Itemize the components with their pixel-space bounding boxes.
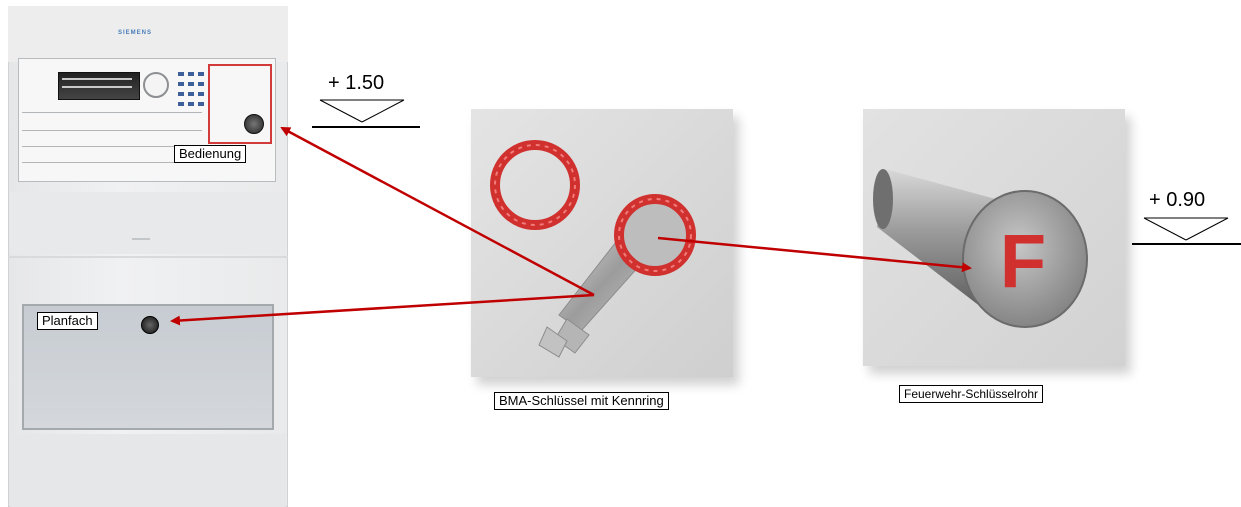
panel-row bbox=[22, 162, 202, 163]
keypad-key bbox=[178, 92, 184, 96]
panel-bottom-section bbox=[10, 434, 286, 507]
display-line bbox=[62, 86, 132, 88]
keypad-key bbox=[188, 82, 194, 86]
ring-highlight bbox=[494, 144, 576, 226]
bma-key-illustration bbox=[490, 140, 696, 358]
keypad-key bbox=[188, 102, 194, 106]
key-head bbox=[619, 199, 691, 271]
level-lower-label: + 0.90 bbox=[1149, 189, 1206, 211]
panel-slot bbox=[132, 238, 150, 240]
keypad-key bbox=[188, 92, 194, 96]
brand-logo: SIEMENS bbox=[118, 30, 153, 36]
keypad-key bbox=[188, 72, 194, 76]
level-upper-label: + 1.50 bbox=[328, 72, 385, 94]
panel-row bbox=[22, 130, 202, 131]
keypad-key bbox=[198, 92, 204, 96]
label-bedienung: Bedienung bbox=[174, 145, 247, 163]
panel-divider bbox=[8, 256, 288, 258]
level-marker-upper bbox=[312, 99, 420, 128]
keypad-key bbox=[178, 82, 184, 86]
panel-row bbox=[22, 146, 202, 147]
bma-key-image bbox=[471, 109, 733, 377]
ring-highlight bbox=[618, 198, 692, 272]
panel-middle-section bbox=[10, 192, 286, 254]
tube-cap bbox=[962, 190, 1088, 328]
keypad-key bbox=[198, 102, 204, 106]
arrow-to-key-tube bbox=[657, 236, 972, 273]
panel-row bbox=[22, 112, 202, 113]
tube-end bbox=[873, 169, 893, 229]
level-marker-lower bbox=[1132, 217, 1241, 245]
keypad-key bbox=[178, 102, 184, 106]
operator-control-frame bbox=[208, 64, 272, 144]
plan-compartment-lock-icon bbox=[141, 316, 159, 334]
key-tube-illustration: F bbox=[873, 169, 1088, 328]
label-planfach: Planfach bbox=[37, 312, 98, 330]
tube-letter: F bbox=[1000, 219, 1046, 304]
panel-top bbox=[8, 6, 288, 62]
key-tube-image: F bbox=[863, 109, 1125, 366]
display-line bbox=[62, 78, 132, 80]
keypad-key bbox=[198, 82, 204, 86]
label-bma-key: BMA-Schlüssel mit Kennring bbox=[494, 392, 669, 410]
arrow-to-planfach bbox=[170, 293, 595, 326]
keypad-key bbox=[178, 72, 184, 76]
keypad-key bbox=[198, 72, 204, 76]
label-key-tube: Feuerwehr-Schlüsselrohr bbox=[899, 385, 1044, 403]
arrow-to-bedienung bbox=[280, 126, 595, 297]
key-switch-icon bbox=[244, 114, 264, 134]
rotary-dial-icon bbox=[143, 72, 169, 98]
